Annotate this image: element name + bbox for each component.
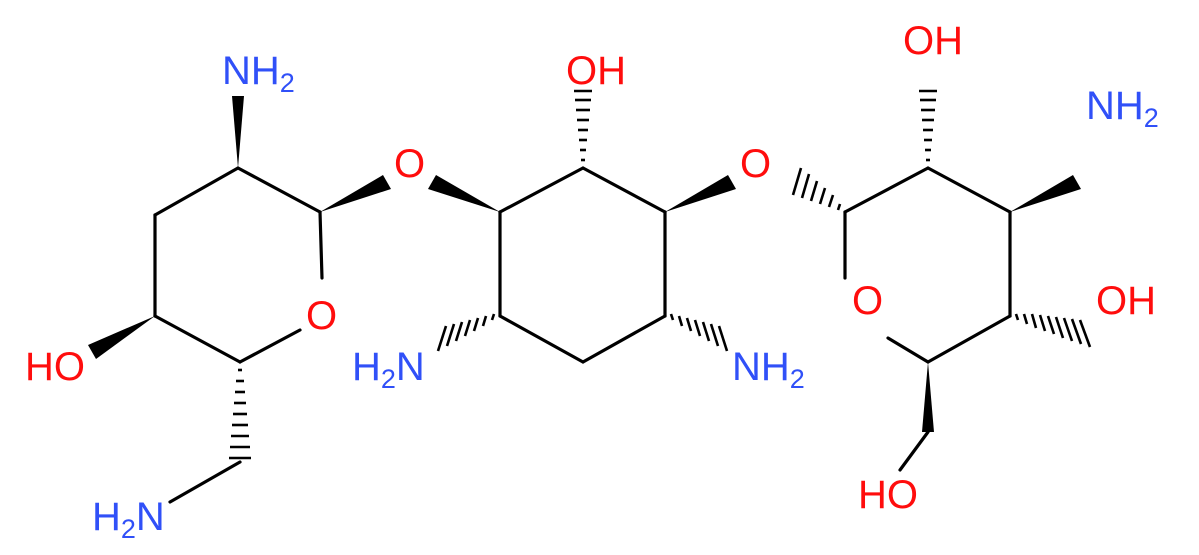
wedge-bond (232, 96, 244, 168)
hash-bond (1014, 313, 1092, 348)
o-ring-right-label: O (852, 279, 883, 323)
bond (898, 430, 930, 472)
bond (238, 328, 302, 364)
bond (498, 314, 585, 364)
bond (926, 314, 1012, 364)
hash-bond (669, 313, 729, 352)
oh-top-center-label: OH (566, 49, 626, 93)
bond (153, 314, 242, 364)
hash-bond (229, 368, 251, 460)
right-sugar-ring (791, 89, 1092, 472)
bond (153, 166, 240, 217)
h2n-center-left-label: H2N (352, 345, 425, 394)
h2n-bottom-left-label: H2N (92, 495, 165, 544)
hash-bond (574, 89, 592, 162)
ho-left-label: HO (25, 345, 85, 389)
wedge-bond (428, 175, 500, 212)
o-link-left-label: O (394, 142, 425, 186)
nh2-center-right-label: NH2 (732, 345, 805, 394)
wedge-bond (320, 175, 391, 212)
wedge-bond (665, 175, 736, 212)
nh2-right-label: NH2 (1086, 84, 1159, 133)
bond (318, 210, 324, 280)
nh2-top-left-label: NH2 (222, 49, 295, 98)
bond (168, 460, 242, 504)
bond (498, 166, 585, 214)
left-sugar-ring (88, 96, 391, 504)
oh-right-label: OH (1096, 279, 1156, 323)
bond (581, 166, 667, 214)
oh-top-right-label: OH (903, 19, 963, 63)
bond (581, 314, 667, 364)
o-link-right-label: O (740, 142, 771, 186)
wedge-bond (922, 362, 934, 432)
bond (843, 166, 930, 214)
hash-bond (436, 313, 496, 352)
o-ring-left-label: O (306, 294, 337, 338)
hash-bond (919, 89, 937, 162)
central-ring (428, 89, 736, 364)
wedge-bond (1010, 175, 1081, 212)
hash-bond (791, 167, 842, 211)
ho-bottom-right-label: HO (858, 473, 918, 517)
wedge-bond (88, 316, 155, 359)
bond (926, 166, 1012, 214)
bond (236, 166, 322, 214)
bond (886, 336, 930, 364)
